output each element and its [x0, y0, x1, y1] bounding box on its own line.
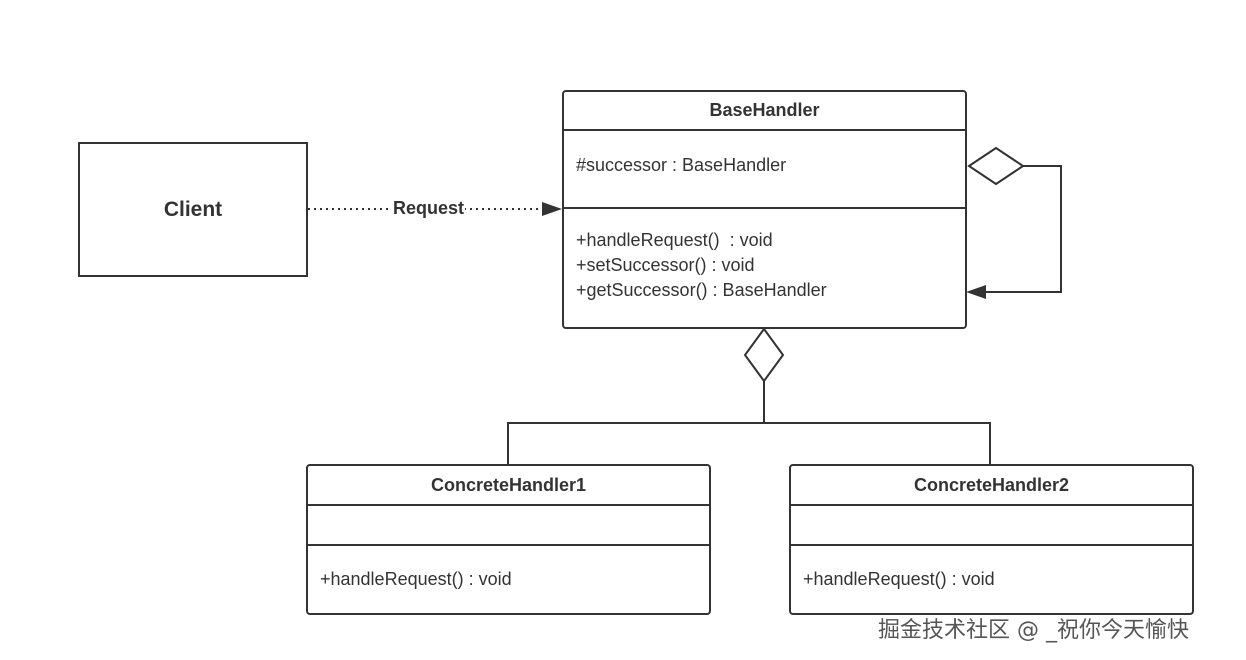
client-label: Client [163, 197, 223, 221]
base-handler-attribute: #successor : BaseHandler [576, 155, 787, 175]
base-handler-name: BaseHandler [564, 92, 965, 131]
aggregation-branch [507, 422, 991, 466]
self-aggregation-arrowhead [966, 285, 986, 299]
watermark-text: 掘金技术社区 @ _祝你今天愉快 [878, 618, 1189, 643]
base-handler-attributes: #successor : BaseHandler [564, 131, 965, 209]
client-box: Client [78, 142, 308, 277]
request-arrowhead [542, 202, 562, 216]
base-handler-class: BaseHandler #successor : BaseHandler +ha… [562, 90, 967, 329]
concrete-handler2-name: ConcreteHandler2 [791, 466, 1192, 506]
concrete-handler1-methods: +handleRequest() : void [308, 546, 709, 592]
self-aggregation-line [985, 165, 1062, 293]
concrete-handler2-methods: +handleRequest() : void [791, 546, 1192, 592]
base-handler-method: +handleRequest() : void [576, 230, 773, 250]
request-label: Request [392, 198, 466, 219]
aggregation-diamond [743, 327, 785, 383]
concrete-handler2-attributes [791, 506, 1192, 546]
concrete-handler1-method: +handleRequest() : void [320, 569, 512, 589]
concrete-handler1-attributes [308, 506, 709, 546]
base-handler-method: +setSuccessor() : void [576, 255, 755, 275]
self-aggregation-diamond [967, 146, 1025, 186]
base-handler-methods: +handleRequest() : void +setSuccessor() … [564, 209, 965, 303]
concrete-handler2-class: ConcreteHandler2 +handleRequest() : void [789, 464, 1194, 615]
base-handler-method: +getSuccessor() : BaseHandler [576, 280, 827, 300]
concrete-handler1-class: ConcreteHandler1 +handleRequest() : void [306, 464, 711, 615]
concrete-handler1-name: ConcreteHandler1 [308, 466, 709, 506]
concrete-handler2-method: +handleRequest() : void [803, 569, 995, 589]
